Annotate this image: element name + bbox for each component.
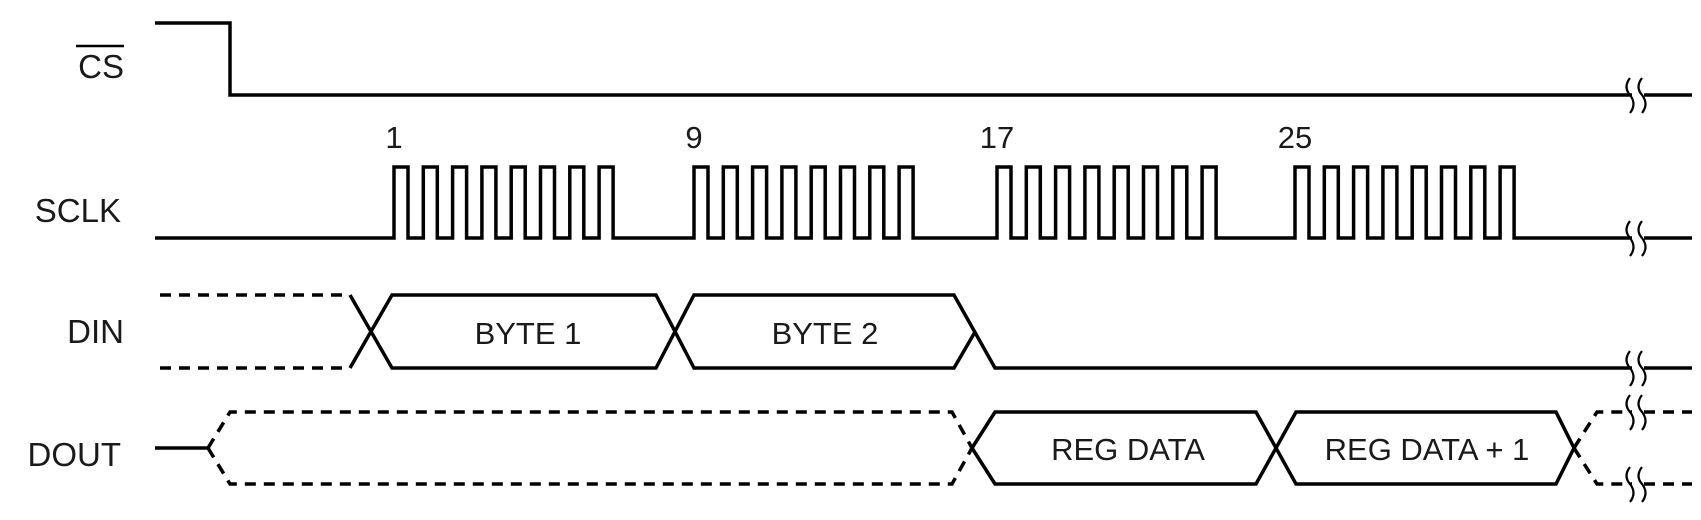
cs-label: CS [78,48,124,85]
dout-hiz-bottom [206,447,974,486]
dout-hiz-end-bottom [1572,447,1632,486]
cs-waveform [155,21,1632,97]
dout-label: DOUT [28,436,122,473]
clock-count-17: 17 [980,120,1014,155]
dout-break-mark-top [1625,394,1647,431]
dout-hiz-top [206,410,974,449]
sclk-break-mark [1625,220,1647,257]
dout-regdata-bottom [970,410,1576,486]
cs-break-mark [1625,77,1647,114]
sclk-label: SCLK [35,192,121,229]
din-byte2-cell [348,293,977,370]
clock-count-9: 9 [685,120,702,155]
din-break-mark [1625,350,1647,387]
din-byte1-label: BYTE 1 [475,316,582,351]
din-label: DIN [67,313,124,350]
clock-count-25: 25 [1278,120,1312,155]
dout-regdata-label: REG DATA [1051,432,1205,467]
dout-break-mark-bottom [1625,466,1647,503]
din-byte2-label: BYTE 2 [772,316,879,351]
dout-regdata-plus1-label: REG DATA + 1 [1325,432,1530,467]
dout-hiz-end-top [1572,410,1632,449]
din-byte1-cell [348,293,1632,370]
sclk-waveform [155,165,1632,240]
clock-count-1: 1 [385,120,402,155]
